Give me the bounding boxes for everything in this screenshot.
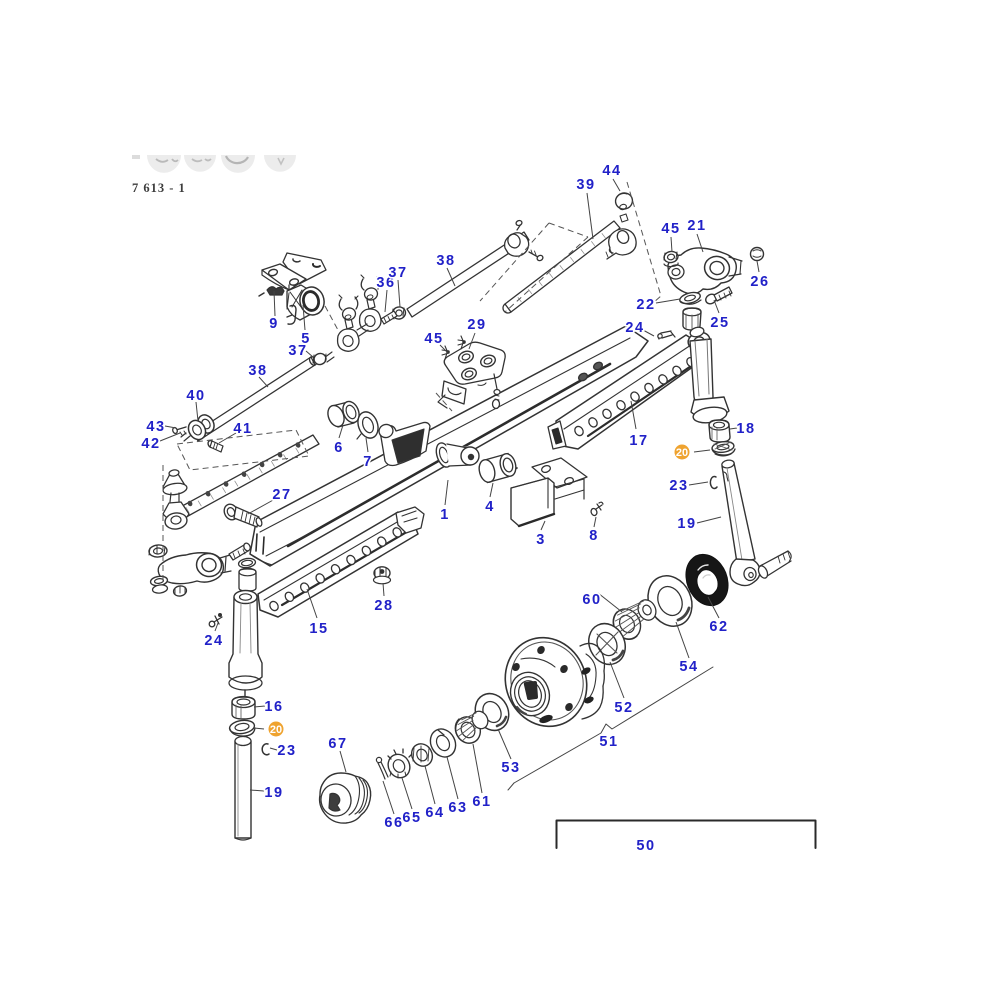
svg-text:64: 64 — [425, 805, 444, 821]
svg-text:39: 39 — [576, 177, 595, 193]
svg-text:28: 28 — [374, 598, 393, 614]
svg-text:17: 17 — [629, 433, 648, 449]
svg-text:24: 24 — [625, 320, 644, 336]
svg-text:16: 16 — [264, 699, 283, 715]
svg-text:5: 5 — [301, 331, 311, 347]
svg-text:27: 27 — [272, 487, 291, 503]
svg-text:61: 61 — [472, 794, 491, 810]
svg-text:23: 23 — [669, 478, 688, 494]
svg-text:42: 42 — [141, 436, 160, 452]
svg-text:22: 22 — [636, 297, 655, 313]
svg-text:40: 40 — [186, 388, 205, 404]
svg-text:45: 45 — [661, 221, 680, 237]
svg-text:24: 24 — [204, 633, 223, 649]
svg-text:67: 67 — [328, 736, 347, 752]
svg-text:60: 60 — [582, 592, 601, 608]
svg-text:15: 15 — [309, 621, 328, 637]
svg-text:23: 23 — [277, 743, 296, 759]
svg-text:19: 19 — [677, 516, 696, 532]
svg-text:18: 18 — [736, 421, 755, 437]
svg-text:19: 19 — [264, 785, 283, 801]
svg-text:26: 26 — [750, 274, 769, 290]
svg-text:37: 37 — [388, 265, 407, 281]
svg-text:63: 63 — [448, 800, 467, 816]
svg-text:65: 65 — [402, 810, 421, 826]
svg-text:4: 4 — [485, 499, 495, 515]
svg-text:7 613 - 1: 7 613 - 1 — [132, 181, 186, 195]
svg-text:66: 66 — [384, 815, 403, 831]
svg-text:45: 45 — [424, 331, 443, 347]
svg-text:62: 62 — [709, 619, 728, 635]
svg-text:53: 53 — [501, 760, 520, 776]
svg-text:20: 20 — [676, 447, 688, 459]
svg-text:6: 6 — [334, 440, 344, 456]
svg-text:7: 7 — [363, 454, 373, 470]
svg-text:20: 20 — [270, 724, 282, 736]
svg-text:54: 54 — [679, 659, 698, 675]
svg-text:36: 36 — [376, 275, 395, 291]
svg-text:8: 8 — [589, 528, 599, 544]
svg-text:25: 25 — [710, 315, 729, 331]
svg-text:38: 38 — [248, 363, 267, 379]
svg-text:38: 38 — [436, 253, 455, 269]
svg-text:21: 21 — [687, 218, 706, 234]
svg-text:44: 44 — [602, 163, 621, 179]
svg-text:50: 50 — [636, 838, 655, 854]
svg-text:51: 51 — [599, 734, 618, 750]
svg-text:9: 9 — [269, 316, 279, 332]
svg-text:29: 29 — [467, 317, 486, 333]
svg-text:37: 37 — [288, 343, 307, 359]
svg-text:1: 1 — [440, 507, 450, 523]
svg-text:43: 43 — [146, 419, 165, 435]
svg-text:52: 52 — [614, 700, 633, 716]
svg-text:41: 41 — [233, 421, 252, 437]
svg-text:3: 3 — [536, 532, 546, 548]
